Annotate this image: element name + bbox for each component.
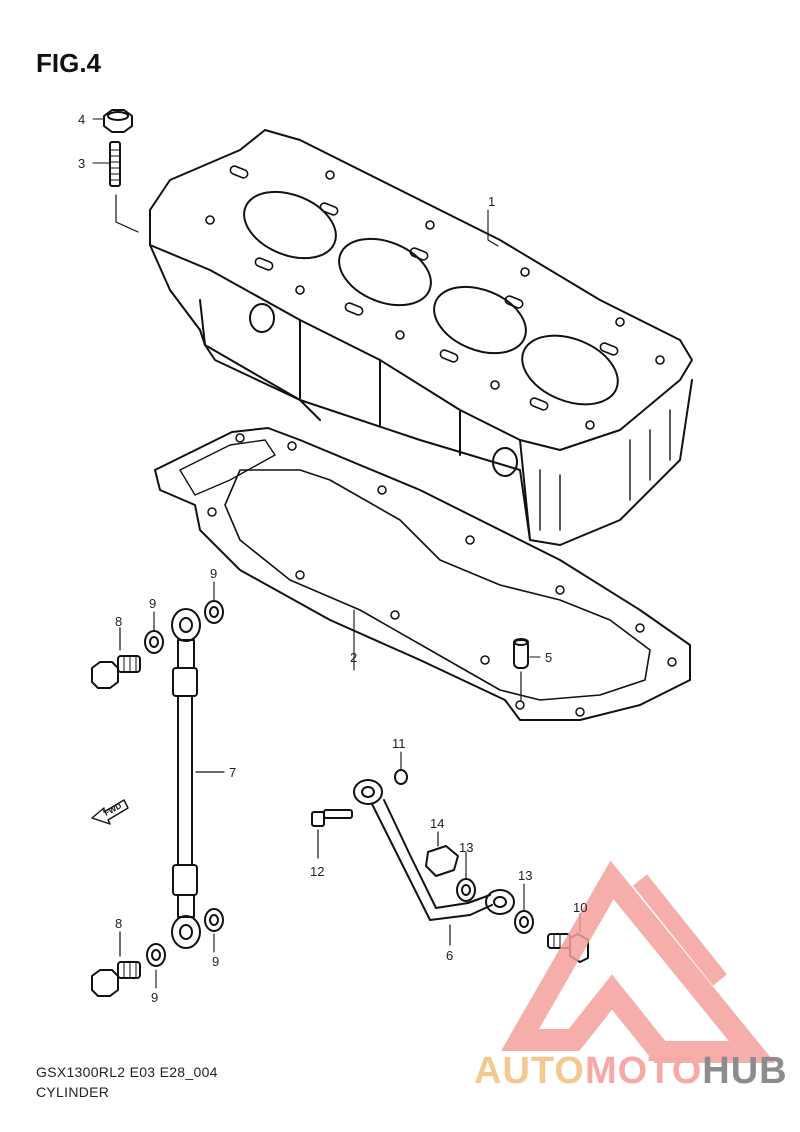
fwd-arrow-icon: FWD	[91, 799, 129, 825]
callout-13-a: 13	[459, 840, 474, 855]
union-bolt-lower	[91, 931, 141, 997]
oil-pipe	[353, 779, 515, 946]
callout-5: 5	[545, 650, 553, 665]
callout-9-b: 9	[210, 566, 218, 581]
callout-9-d: 9	[212, 954, 220, 969]
stud-bolt	[109, 141, 139, 233]
flange-nut	[103, 109, 133, 133]
leader-lines	[92, 118, 541, 989]
pipe-bolt	[311, 809, 353, 859]
brand-part-auto: AUTO	[474, 1050, 585, 1092]
dowel-pin	[513, 638, 529, 701]
pipe-clamp	[425, 831, 459, 877]
callout-3: 3	[78, 156, 86, 171]
o-rings	[394, 769, 534, 934]
callout-9-a: 9	[149, 596, 157, 611]
callout-8-upper: 8	[115, 614, 123, 629]
brand-part-moto: MOTO	[584, 1050, 703, 1092]
callout-2: 2	[350, 650, 358, 665]
figure-name: CYLINDER	[36, 1084, 110, 1100]
oil-hose	[171, 608, 225, 949]
callout-12: 12	[310, 864, 325, 879]
callout-10: 10	[573, 900, 588, 915]
gasket-washers	[144, 600, 224, 967]
figure-title: FIG.4	[36, 48, 102, 78]
callout-9-c: 9	[151, 990, 159, 1005]
callout-14: 14	[430, 816, 445, 831]
union-bolt-upper	[91, 627, 141, 689]
callout-13-b: 13	[518, 868, 533, 883]
callout-1: 1	[488, 194, 496, 209]
callout-6: 6	[446, 948, 454, 963]
callout-8-lower: 8	[115, 916, 123, 931]
callout-4: 4	[78, 112, 86, 127]
cylinder-block	[149, 129, 693, 546]
callout-7: 7	[229, 765, 237, 780]
watermark-logo-icon	[500, 860, 776, 1063]
brand-part-hub: HUB	[702, 1050, 788, 1092]
figure-code: GSX1300RL2 E03 E28_004	[36, 1064, 218, 1080]
cylinder-gasket	[154, 427, 691, 721]
watermark-brand: AUTOMOTOHUB	[474, 1050, 788, 1093]
callout-11: 11	[392, 736, 406, 751]
